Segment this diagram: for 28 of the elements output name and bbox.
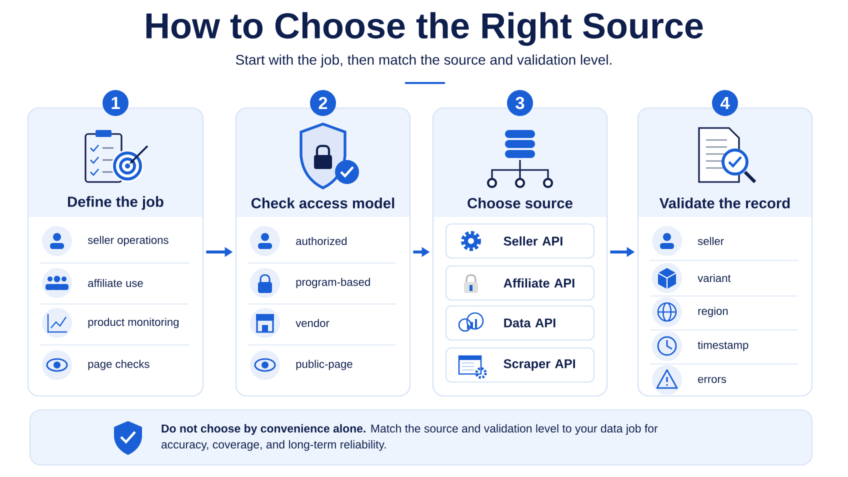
title: How to Choose the Right Source	[146, 12, 703, 46]
card-heading: Choose source	[468, 198, 572, 208]
item-label: variant	[698, 274, 731, 282]
step-number: 4	[712, 90, 738, 116]
step-number: 1	[102, 90, 128, 116]
note-box: Do not choose by convenience alone. Match the source and validation level to your data job for accuracy, coverage, and long-term reliability.	[29, 409, 813, 466]
item-label: page checks	[88, 360, 150, 370]
step-number: 3	[507, 90, 533, 116]
item-label: region	[698, 306, 728, 318]
step-number: 2	[310, 90, 336, 116]
item-label: authorized	[296, 236, 347, 246]
item-label: errors	[698, 376, 726, 384]
item-label: seller	[698, 236, 724, 246]
item-label: affiliate use	[88, 278, 143, 288]
card-heading: Check access model	[251, 198, 394, 208]
source-box: Seller API	[445, 223, 595, 259]
source-box: Affiliate API	[445, 265, 595, 301]
subtitle: Start with the job, then match the source and validation level.	[236, 54, 612, 68]
card-heading: Define the job	[68, 196, 164, 210]
source-box: Data API	[445, 305, 595, 341]
item-label: program-based	[296, 278, 370, 288]
item-label: vendor	[296, 318, 330, 328]
source-box: Scraper API	[445, 347, 595, 383]
item-label: product monitoring	[88, 318, 179, 328]
item-label: timestamp	[698, 340, 748, 352]
item-label: public-page	[296, 360, 352, 370]
card-heading: Validate the record	[660, 198, 790, 208]
item-label: seller operations	[88, 236, 168, 246]
